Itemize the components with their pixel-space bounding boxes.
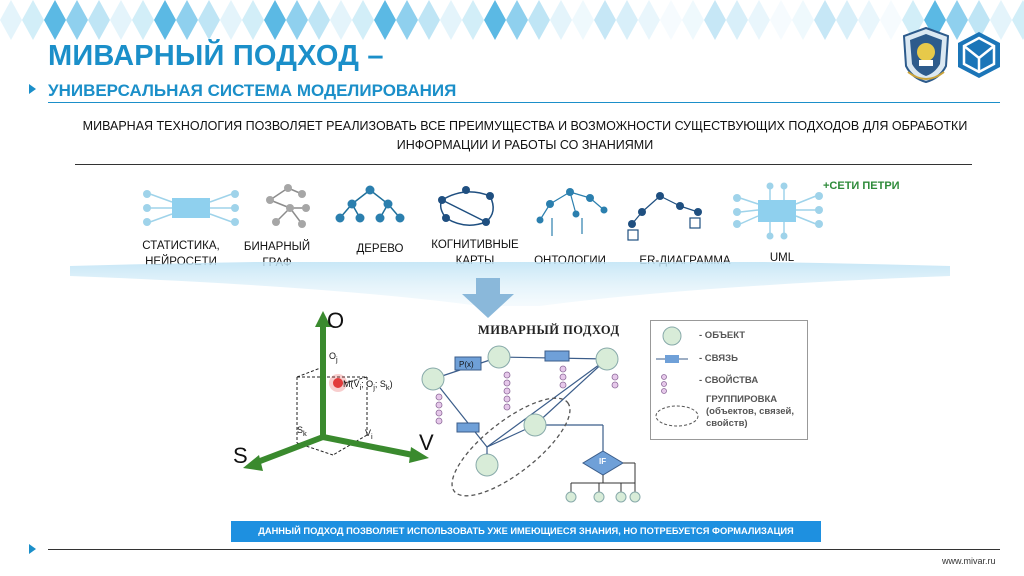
slide-subtitle: УНИВЕРСАЛЬНАЯ СИСТЕМА МОДЕЛИРОВАНИЯ: [48, 81, 457, 100]
approach-icons-row: [143, 182, 823, 241]
uml-icon: [733, 182, 823, 240]
footer-bullet-icon: [29, 544, 36, 554]
ontology-icon: [536, 188, 608, 236]
label-tree: ДЕРЕВО: [356, 243, 404, 255]
triangle-header-pattern: [0, 0, 1024, 40]
conclusion-banner: ДАННЫЙ ПОДХОД ПОЗВОЛЯЕТ ИСПОЛЬЗОВАТЬ УЖЕ…: [231, 521, 821, 542]
legend-link: - СВЯЗЬ: [699, 353, 738, 364]
legend-props: - СВОЙСТВА: [699, 375, 759, 386]
slide-title: МИВАРНЫЙ ПОДХОД –: [48, 40, 384, 72]
statistics-icon: [143, 190, 239, 226]
footer-url: www.mivar.ru: [942, 556, 996, 566]
petri-nets-label: +СЕТИ ПЕТРИ: [823, 180, 900, 192]
lead-text: МИВАРНАЯ ТЕХНОЛОГИЯ ПОЗВОЛЯЕТ РЕАЛИЗОВАТ…: [82, 119, 968, 152]
three-axis-diagram: [243, 311, 429, 471]
lead-divider: [75, 164, 972, 165]
axis-o-label: O: [327, 308, 345, 333]
axis-s-label: S: [233, 443, 248, 468]
oj-label: Oj: [329, 351, 338, 364]
legend-object: - ОБЪЕКТ: [699, 330, 746, 341]
title-bullet-icon: [29, 84, 36, 94]
cognitive-map-icon: [438, 186, 494, 226]
sk-label: Sk: [297, 425, 307, 438]
funnel-beam: [70, 262, 950, 306]
footer-divider: [48, 549, 1000, 550]
axis-v-label: V: [419, 430, 434, 455]
diagram-title: МИВАРНЫЙ ПОДХОД: [478, 323, 620, 337]
if-label: IF: [599, 457, 607, 466]
er-diagram-icon: [627, 192, 702, 241]
mivar-cube-logo: [958, 32, 1000, 78]
legend-group: ГРУППИРОВКА(объектов, связей,свойств): [706, 394, 795, 429]
point-label: M(Vi; Oj; Sk): [343, 379, 393, 392]
mivar-network-diagram: [421, 345, 641, 503]
tree-icon: [335, 185, 405, 223]
px-label: P(x): [459, 360, 474, 369]
down-arrow-icon: [462, 278, 514, 318]
title-divider: [48, 102, 1000, 103]
label-uml: UML: [769, 252, 795, 264]
vi-label: Vi: [365, 428, 373, 441]
legend-symbols: [655, 326, 699, 427]
university-emblem-logo: [902, 26, 950, 84]
binary-graph-icon: [266, 184, 310, 228]
